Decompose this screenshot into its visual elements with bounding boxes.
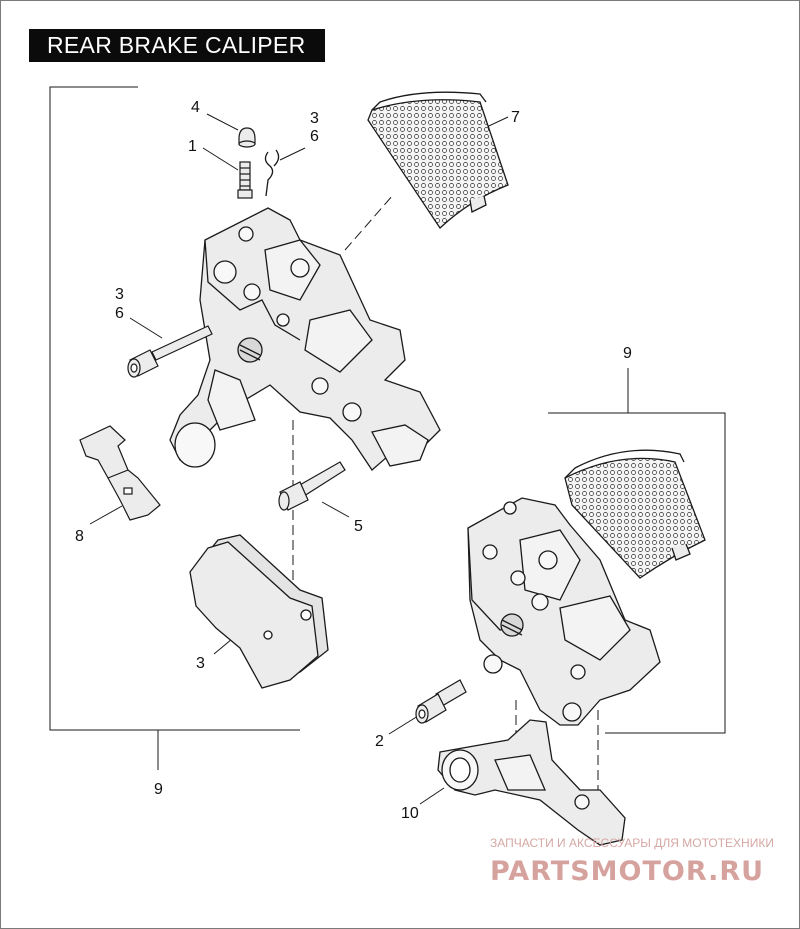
callout-1: 1 xyxy=(188,138,197,155)
bleeder-valve-part xyxy=(237,161,253,199)
pad-pin-part xyxy=(278,461,346,511)
right-caliper-assembly xyxy=(467,497,661,726)
callout-4: 4 xyxy=(191,99,200,116)
watermark: ЗАПЧАСТИ И АКСЕССУАРЫ ДЛЯ МОТОТЕХНИКИ PA… xyxy=(490,836,774,887)
callout-8: 8 xyxy=(75,528,84,545)
pad-retaining-clip-part xyxy=(264,149,280,197)
pad-spring-part-top xyxy=(367,91,509,229)
brake-pads-part xyxy=(189,534,329,689)
callout-5: 5 xyxy=(354,518,363,535)
group-bracket-right xyxy=(548,368,726,734)
caliper-mounting-bolt-part xyxy=(127,325,213,378)
title-banner: REAR BRAKE CALIPER xyxy=(29,29,325,62)
callout-10: 10 xyxy=(401,805,419,822)
caliper-bracket-part xyxy=(437,719,626,846)
watermark-tagline: ЗАПЧАСТИ И АКСЕССУАРЫ ДЛЯ МОТОТЕХНИКИ xyxy=(490,836,774,850)
callout-labels: 4 1 3 6 7 3 6 9 8 5 3 2 9 10 xyxy=(75,99,632,822)
callout-6-bolt: 6 xyxy=(115,305,124,322)
page-title: REAR BRAKE CALIPER xyxy=(47,32,306,58)
bracket-bolt-part xyxy=(415,679,467,724)
callout-3-pads: 3 xyxy=(196,655,205,672)
callout-3-top: 3 xyxy=(310,110,319,127)
pad-spring-part-right xyxy=(564,449,706,579)
bleeder-cap-part xyxy=(238,127,256,148)
callout-9-right: 9 xyxy=(623,345,632,362)
watermark-brand: PARTSMOTOR.RU xyxy=(490,856,764,887)
callout-2: 2 xyxy=(375,733,384,750)
anti-rattle-clip-part xyxy=(79,425,161,521)
callout-6-top: 6 xyxy=(310,128,319,145)
callout-3-bolt: 3 xyxy=(115,286,124,303)
group-bracket-left xyxy=(49,86,300,770)
callout-9-left: 9 xyxy=(154,781,163,798)
callout-7: 7 xyxy=(511,109,520,126)
left-caliper-assembly xyxy=(169,207,441,471)
